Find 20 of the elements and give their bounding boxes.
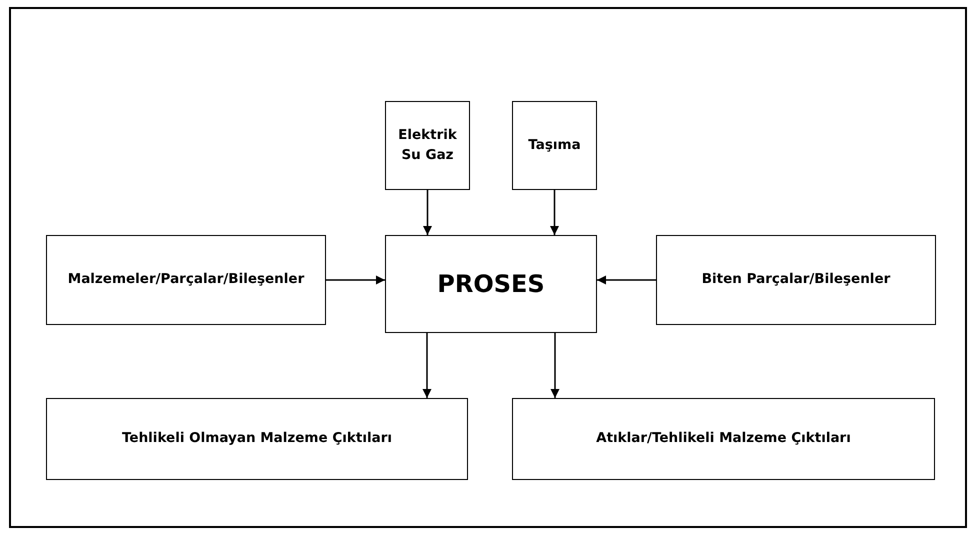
arrow: [326, 276, 385, 284]
source-box: [512, 101, 597, 190]
arrow: [550, 190, 559, 235]
arrow: [423, 190, 432, 235]
output-box: [46, 398, 468, 480]
arrow: [597, 276, 656, 284]
box-label: Tehlikeli Olmayan Malzeme Çıktıları: [122, 430, 392, 446]
arrow: [422, 333, 432, 398]
box-label: Taşıma: [528, 136, 581, 153]
process-title: PROSES: [437, 270, 545, 298]
box-label: Biten Parçalar/Bileşenler: [702, 271, 890, 288]
arrow: [550, 333, 560, 398]
process-box: [385, 235, 597, 333]
input-box: [656, 235, 936, 325]
source-box: [385, 101, 470, 190]
box-label: Malzemeler/Parçalar/Bileşenler: [68, 271, 304, 288]
output-box: [512, 398, 935, 480]
box-label: Atıklar/Tehlikeli Malzeme Çıktıları: [596, 430, 851, 446]
input-box: [46, 235, 326, 325]
box-label: Elektrik Su Gaz: [398, 126, 458, 164]
